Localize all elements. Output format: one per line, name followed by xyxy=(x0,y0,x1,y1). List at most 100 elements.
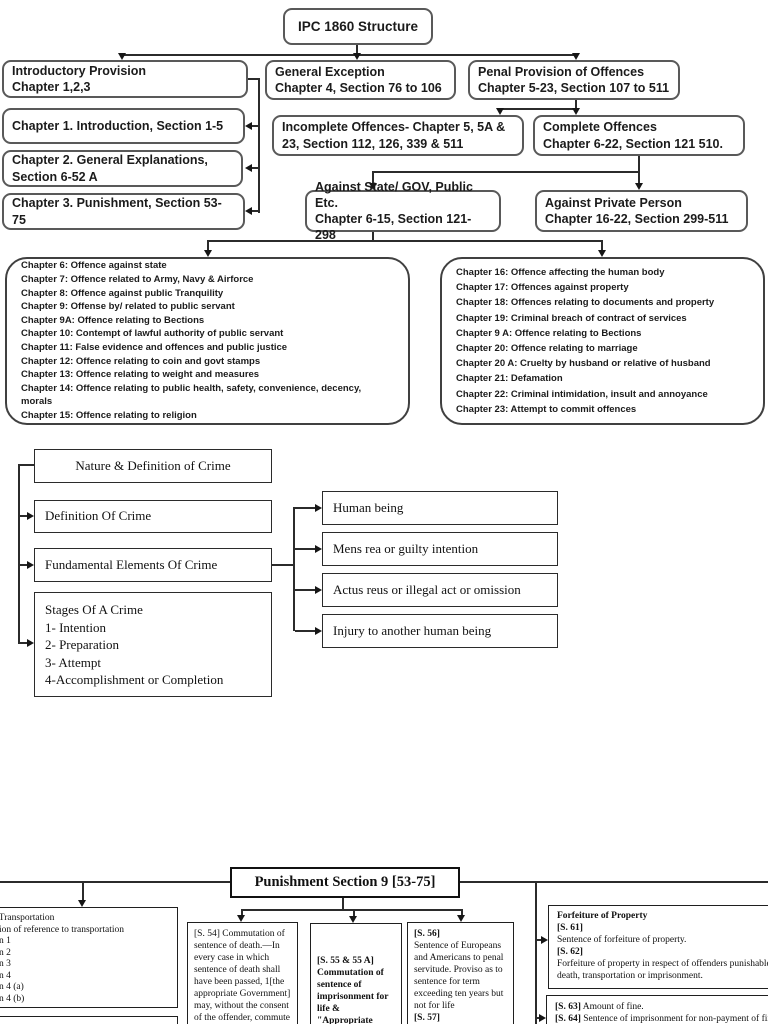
node-line: Human being xyxy=(333,499,404,515)
node-chapter2: Chapter 2. General Explanations, Section… xyxy=(2,150,243,187)
list-item: Chapter 19: Criminal breach of contract … xyxy=(456,312,687,324)
connector-h xyxy=(250,167,260,169)
node-line: sentence of xyxy=(317,980,362,990)
list-item: Chapter 20 A: Cruelty by husband or rela… xyxy=(456,358,711,370)
connector-h xyxy=(272,564,294,566)
node-line: Subsection 1 xyxy=(0,936,11,946)
node-complete-offences: Complete Offences Chapter 6-22, Section … xyxy=(533,115,745,156)
list-item: Chapter 13: Offence relating to weight a… xyxy=(21,369,260,381)
connector-v xyxy=(82,881,84,902)
arrow-down xyxy=(635,183,643,190)
node-line: Against Private Person xyxy=(545,195,682,210)
node-line: Chapter 5-23, Section 107 to 511 xyxy=(478,81,670,95)
list-item: Chapter 18: Offences relating to documen… xyxy=(456,297,715,309)
node-line: Chapter 3. Punishment, Section 53-75 xyxy=(12,196,222,227)
node-line: death, transportation or imprisonment. xyxy=(557,970,703,981)
node-element-actus-reus: Actus reus or illegal act or omission xyxy=(322,573,558,607)
node-line: Subsection 4 (b) xyxy=(0,993,25,1004)
node-line: Chapter 1,2,3 xyxy=(12,80,91,94)
connector-h xyxy=(250,125,260,127)
connector-v xyxy=(461,909,463,917)
node-ipc-root: IPC 1860 Structure xyxy=(283,8,433,45)
list-item: Chapter 9A: Offence relating to Bections xyxy=(21,314,205,326)
node-element-injury: Injury to another human being xyxy=(322,614,558,648)
connector-h xyxy=(250,210,260,212)
connector-v xyxy=(535,881,537,1024)
node-label: IPC 1860 Structure xyxy=(297,18,419,34)
arrow-down xyxy=(78,900,86,907)
connector-v xyxy=(353,909,355,918)
node-line: Construction of reference to transportat… xyxy=(0,924,124,935)
arrow-down xyxy=(237,915,245,922)
list-item: Chapter 10: Contempt of lawful authority… xyxy=(21,328,284,340)
node-nature-of-crime: Nature & Definition of Crime xyxy=(34,449,272,483)
arrow-right xyxy=(27,639,34,647)
node-line: Actus reus or illegal act or omission xyxy=(333,581,521,597)
node-line: Subsection 2 xyxy=(0,947,11,958)
arrow-left xyxy=(245,164,252,172)
arrow-right xyxy=(315,545,322,553)
node-heading: [S. 61] xyxy=(557,922,583,933)
node-cutoff-box xyxy=(0,1016,178,1024)
node-line: Stages Of A Crime xyxy=(45,602,143,617)
node-line: Subsection 4 xyxy=(0,970,11,981)
connector-h xyxy=(207,240,603,242)
list-item: Chapter 14: Offence relating to public h… xyxy=(21,382,362,408)
node-line: Incomplete Offences- Chapter 5, 5A & xyxy=(282,120,506,135)
connector-h xyxy=(19,564,29,566)
node-line: General Exception xyxy=(275,64,385,79)
connector-h xyxy=(19,464,34,466)
node-chapter3: Chapter 3. Punishment, Section 53-75 xyxy=(2,193,245,230)
node-line: imprisonment for xyxy=(317,992,389,1002)
node-line: Injury to another human being xyxy=(333,622,492,638)
connector-h xyxy=(19,515,29,517)
node-line: 2- Preparation xyxy=(45,637,120,652)
node-paragraph: [S. 54] Commutation of sentence of death… xyxy=(194,929,291,1023)
node-heading: [S. 57] xyxy=(414,1013,440,1023)
node-line: Subsection 3 xyxy=(0,959,11,969)
node-line: [S. 55 & 55 A] xyxy=(317,956,374,966)
node-line: Sentence of forfeiture of property. xyxy=(557,934,687,945)
node-line: [S. 63] Amount of fine. xyxy=(555,1001,768,1013)
arrow-left xyxy=(245,122,252,130)
connector-v xyxy=(356,45,358,56)
node-element-mens-rea: Mens rea or guilty intention xyxy=(322,532,558,566)
arrow-right xyxy=(541,936,548,944)
list-item: Chapter 9 A: Offence relating to Bection… xyxy=(456,327,642,339)
arrow-down xyxy=(496,108,504,115)
connector-h xyxy=(295,548,316,550)
node-heading: [S. 56] xyxy=(414,929,440,939)
arrow-down xyxy=(572,108,580,115)
node-line: 3- Attempt xyxy=(45,654,101,670)
list-private-chapters: Chapter 16: Offence affecting the human … xyxy=(440,257,765,425)
node-incomplete-offences: Incomplete Offences- Chapter 5, 5A & 23,… xyxy=(272,115,524,156)
arrow-right xyxy=(315,586,322,594)
node-line: Subsection 4 (a) xyxy=(0,982,24,992)
connector-h xyxy=(0,881,230,883)
node-line: Against State/ GOV, Public Etc. xyxy=(315,179,473,210)
connector-v xyxy=(18,464,20,644)
section-ref: [S. 64] xyxy=(555,1014,581,1024)
connector-v xyxy=(638,171,640,184)
connector-h xyxy=(295,507,316,509)
node-introductory-provision: Introductory Provision Chapter 1,2,3 xyxy=(2,60,248,98)
connector-h xyxy=(122,54,577,56)
node-s56-sentence-europeans: [S. 56] Sentence of Europeans and Americ… xyxy=(407,922,514,1024)
arrow-left xyxy=(245,207,252,215)
connector-v xyxy=(342,898,344,911)
list-item: Chapter 20: Offence relating to marriage xyxy=(456,343,638,354)
list-state-chapters: Chapter 6: Offence against state Chapter… xyxy=(5,257,410,425)
connector-v xyxy=(372,171,374,184)
node-line: Introductory Provision xyxy=(12,63,147,78)
node-line: [S. 64] Sentence of imprisonment for non… xyxy=(555,1013,768,1024)
node-line: Chapter 6-22, Section 121 510. xyxy=(543,136,723,151)
node-s53a-transportation: [S. 53 A] Transportation Construction of… xyxy=(0,907,178,1008)
list-item: Chapter 8: Offence against public Tranqu… xyxy=(21,287,224,299)
list-item: Chapter 7: Offence related to Army, Navy… xyxy=(21,274,254,286)
node-line: 1- Intention xyxy=(45,619,107,635)
node-line: Commutation of xyxy=(317,968,384,978)
connector-v xyxy=(575,100,577,110)
connector-h xyxy=(19,642,29,644)
list-item: Chapter 11: False evidence and offences … xyxy=(21,342,288,353)
list-item: Chapter 23: Attempt to commit offences xyxy=(456,403,637,415)
